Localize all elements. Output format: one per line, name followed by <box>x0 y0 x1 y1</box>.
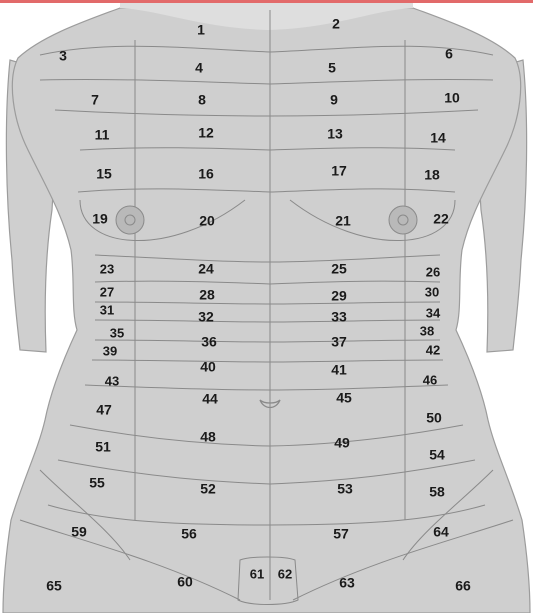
zone-label-44: 44 <box>202 391 218 407</box>
zone-label-28: 28 <box>199 287 215 303</box>
zone-label-14: 14 <box>430 130 446 146</box>
zone-label-6: 6 <box>445 46 453 62</box>
zone-label-61: 61 <box>250 566 264 581</box>
zone-label-18: 18 <box>424 167 440 183</box>
zone-label-11: 11 <box>95 127 110 143</box>
zone-label-66: 66 <box>455 578 471 594</box>
zone-label-45: 45 <box>336 390 352 406</box>
zone-label-1: 1 <box>197 22 205 38</box>
zone-label-4: 4 <box>195 60 203 76</box>
zone-label-10: 10 <box>444 90 460 106</box>
zone-label-65: 65 <box>46 578 62 594</box>
zone-label-30: 30 <box>425 284 439 299</box>
zone-label-42: 42 <box>426 342 440 357</box>
zone-label-2: 2 <box>332 16 340 32</box>
zone-label-62: 62 <box>278 566 292 581</box>
zone-label-43: 43 <box>105 373 119 388</box>
zone-label-41: 41 <box>331 362 347 378</box>
zone-label-49: 49 <box>334 435 350 451</box>
zone-label-47: 47 <box>96 402 112 418</box>
zone-label-50: 50 <box>426 410 442 426</box>
zone-label-48: 48 <box>200 429 216 445</box>
zone-label-32: 32 <box>198 309 214 325</box>
zone-label-17: 17 <box>331 163 347 179</box>
zone-label-54: 54 <box>429 447 445 463</box>
zone-label-56: 56 <box>181 526 197 542</box>
zone-label-26: 26 <box>426 264 440 279</box>
zone-label-35: 35 <box>110 325 124 340</box>
zone-label-31: 31 <box>100 302 114 317</box>
zone-label-57: 57 <box>333 526 349 542</box>
zone-label-21: 21 <box>335 213 351 229</box>
zone-label-16: 16 <box>198 166 214 182</box>
zone-label-24: 24 <box>198 261 214 277</box>
zone-label-5: 5 <box>328 60 336 76</box>
left-nipple-icon <box>116 206 144 234</box>
zone-label-38: 38 <box>420 323 434 338</box>
zone-label-19: 19 <box>92 211 108 227</box>
zone-label-34: 34 <box>426 305 441 320</box>
zone-label-9: 9 <box>330 92 338 108</box>
zone-label-64: 64 <box>433 524 449 540</box>
zone-label-27: 27 <box>100 284 114 299</box>
zone-label-51: 51 <box>95 439 111 455</box>
zone-label-33: 33 <box>331 309 347 325</box>
zone-label-25: 25 <box>331 261 347 277</box>
zone-label-20: 20 <box>199 213 215 229</box>
zone-label-8: 8 <box>198 92 206 108</box>
zone-label-12: 12 <box>198 125 214 141</box>
zone-label-39: 39 <box>103 343 117 358</box>
right-nipple-icon <box>389 206 417 234</box>
zone-label-15: 15 <box>96 166 112 182</box>
zone-label-52: 52 <box>200 481 216 497</box>
zone-label-29: 29 <box>331 288 347 304</box>
zone-label-13: 13 <box>327 126 343 142</box>
zone-label-46: 46 <box>423 372 437 387</box>
zone-label-60: 60 <box>177 574 193 590</box>
zone-label-59: 59 <box>71 524 87 540</box>
zone-label-37: 37 <box>331 334 347 350</box>
zone-label-58: 58 <box>429 484 445 500</box>
zone-label-23: 23 <box>100 261 114 276</box>
zone-label-7: 7 <box>91 92 99 108</box>
zone-label-53: 53 <box>337 481 353 497</box>
zone-label-3: 3 <box>59 48 67 64</box>
zone-label-22: 22 <box>433 211 449 227</box>
zone-label-63: 63 <box>339 575 355 591</box>
zone-label-55: 55 <box>89 475 105 491</box>
zone-label-36: 36 <box>201 334 217 350</box>
zone-label-40: 40 <box>200 359 216 375</box>
